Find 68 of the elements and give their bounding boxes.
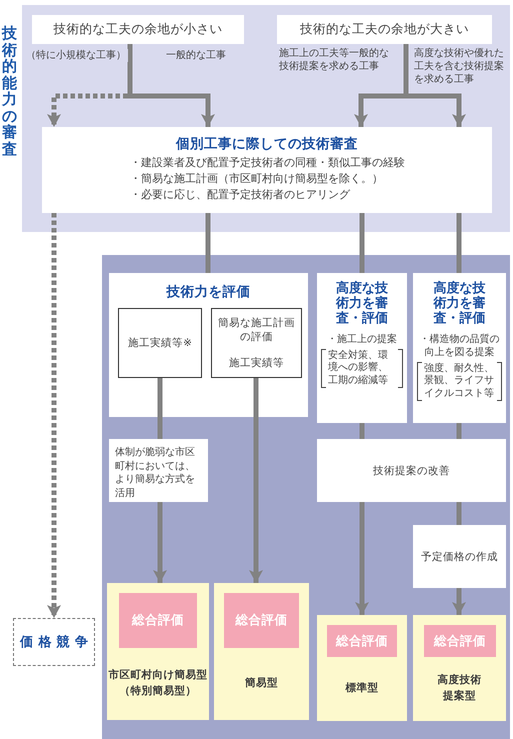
outcome-box	[13, 618, 95, 666]
bracketed-note: 強度、耐久性、景観、ライフサイクルコスト等	[417, 362, 502, 402]
arrow	[249, 378, 263, 583]
bullet-item: ・施工上の提案	[327, 332, 397, 346]
dashed-arrow	[47, 94, 128, 127]
step-text: 技術提案の改善	[373, 464, 450, 478]
connector-line	[128, 44, 132, 98]
evaluation-heading: 技術力を評価	[166, 283, 250, 301]
connector-line	[206, 213, 210, 273]
tag-text: 総合評価	[132, 612, 184, 629]
tag-text: 総合評価	[336, 632, 388, 650]
connector-line	[360, 423, 364, 439]
bullet-item: ・構造物の品質の向上を図る提案	[418, 332, 500, 359]
note-text: 体制が脆弱な市区町村においては、より簡易な方式を活用	[115, 446, 196, 500]
outcome-label: 価格競争	[18, 634, 93, 651]
arrow	[355, 502, 369, 615]
criteria-text: 簡易な施工計画の評価	[217, 316, 296, 344]
arrow	[132, 94, 215, 127]
connector-line	[404, 44, 408, 98]
shaded-panel	[102, 255, 510, 739]
connector-line	[456, 423, 462, 439]
evaluation-heading: 高度な技術力を審査・評価	[334, 282, 389, 327]
category-label: 技術的な工夫の余地が大きい	[300, 21, 469, 38]
result-box	[317, 615, 407, 721]
result-box	[413, 615, 506, 721]
bracketed-note: 安全対策、環境への影響、工期の縮減等	[321, 348, 403, 388]
result-label: 標準型	[346, 681, 378, 696]
note-box	[109, 439, 208, 502]
result-label: 簡易型	[245, 676, 278, 692]
criteria-box	[211, 308, 302, 378]
criteria-box	[118, 308, 202, 378]
evaluation-box	[413, 273, 506, 423]
result-box	[107, 583, 209, 720]
connector-line	[158, 378, 162, 439]
bullet-item: ・必要に応じ、配置予定技術者のヒアリング	[130, 186, 350, 203]
evaluation-tag	[327, 625, 397, 657]
criteria-text: 施工実績等	[229, 356, 284, 370]
connector-line	[456, 502, 462, 525]
evaluation-tag	[424, 625, 496, 657]
connector-line	[360, 213, 364, 273]
category-box	[32, 15, 244, 44]
bullet-item: ・簡易な施工計画（市区町村向け簡易型を除く。）	[130, 170, 383, 187]
bullet-item: ・建設業者及び配置予定技術者の同種・類似工事の経験	[130, 155, 405, 171]
arrow	[354, 94, 404, 127]
arrow	[408, 94, 466, 127]
evaluation-heading: 高度な技術力を審査・評価	[432, 282, 486, 327]
evaluation-tag	[224, 593, 299, 648]
evaluation-tag	[119, 593, 197, 648]
result-box	[214, 583, 309, 720]
criteria-text: 施工実績等※	[128, 336, 192, 350]
process-box	[317, 439, 506, 502]
evaluation-box	[109, 273, 308, 417]
result-label: 高度技術提案型	[436, 673, 482, 704]
dashed-arrow	[47, 213, 61, 618]
tag-text: 総合評価	[236, 612, 288, 629]
arrow	[452, 588, 466, 615]
review-box	[42, 127, 492, 213]
connector-line	[456, 213, 462, 273]
tag-text: 総合評価	[434, 632, 486, 650]
process-box	[413, 525, 506, 588]
vertical-heading: 技術的能力の審査	[2, 25, 17, 157]
result-label: 市区町村向け簡易型（特別簡易型）	[108, 668, 208, 699]
step-text: 予定価格の作成	[421, 550, 498, 564]
category-box	[277, 15, 492, 44]
category-label: 技術的な工夫の余地が小さい	[54, 21, 222, 38]
arrow	[153, 502, 167, 583]
evaluation-box	[317, 273, 407, 423]
review-title: 個別工事に際しての技術審査	[176, 135, 358, 153]
